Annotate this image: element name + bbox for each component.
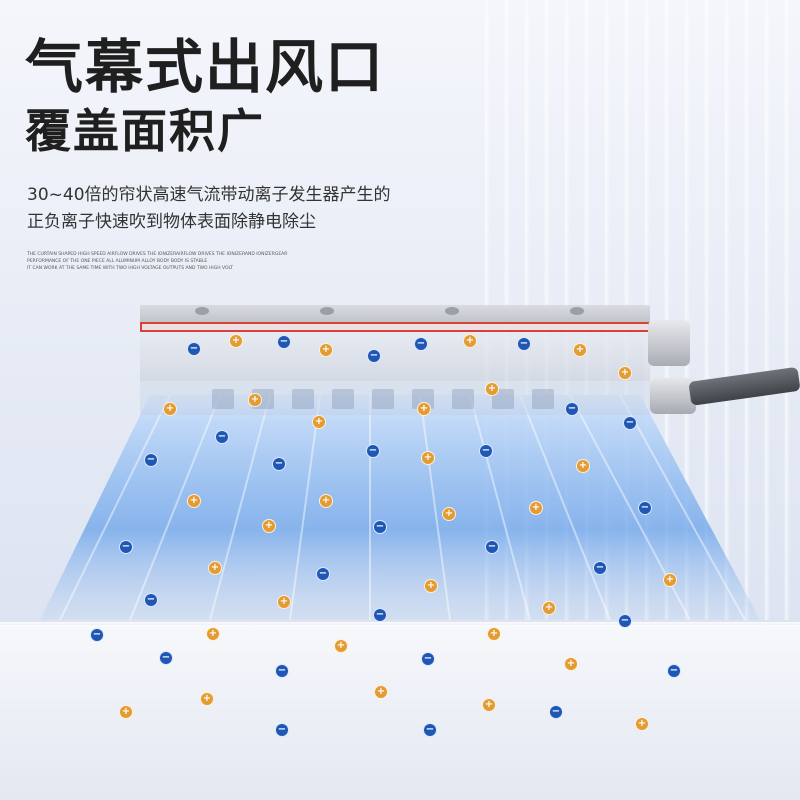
surface-floor (0, 625, 800, 800)
positive-ion-icon: + (664, 574, 676, 586)
positive-ion-icon: + (619, 367, 631, 379)
negative-ion-icon: − (276, 724, 288, 736)
cable-fitting (650, 378, 696, 414)
positive-ion-icon: + (543, 602, 555, 614)
negative-ion-icon: − (480, 445, 492, 457)
positive-ion-icon: + (422, 452, 434, 464)
screw-icon (320, 307, 334, 315)
emitter-slot (292, 389, 314, 409)
positive-ion-icon: + (188, 495, 200, 507)
positive-ion-icon: + (164, 403, 176, 415)
positive-ion-icon: + (207, 628, 219, 640)
positive-ion-icon: + (574, 344, 586, 356)
negative-ion-icon: − (276, 665, 288, 677)
emitter-slot (492, 389, 514, 409)
negative-ion-icon: − (278, 336, 290, 348)
positive-ion-icon: + (488, 628, 500, 640)
negative-ion-icon: − (624, 417, 636, 429)
positive-ion-icon: + (263, 520, 275, 532)
screw-icon (570, 307, 584, 315)
fine-print-line2: PERFORMANCE OF THE ONE PIECE ALL ALUMINU… (27, 259, 208, 264)
positive-ion-icon: + (636, 718, 648, 730)
positive-ion-icon: + (464, 335, 476, 347)
screw-icon (445, 307, 459, 315)
description-line2: 正负离子快速吹到物体表面除静电除尘 (27, 212, 316, 232)
screw-icon (195, 307, 209, 315)
negative-ion-icon: − (424, 724, 436, 736)
negative-ion-icon: − (668, 665, 680, 677)
fine-print-line3: IT CAN WORK AT THE SAME TIME WITH TWO HI… (27, 266, 234, 271)
positive-ion-icon: + (313, 416, 325, 428)
positive-ion-icon: + (425, 580, 437, 592)
negative-ion-icon: − (518, 338, 530, 350)
negative-ion-icon: − (317, 568, 329, 580)
negative-ion-icon: − (160, 652, 172, 664)
positive-ion-icon: + (209, 562, 221, 574)
positive-ion-icon: + (443, 508, 455, 520)
negative-ion-icon: − (486, 541, 498, 553)
positive-ion-icon: + (320, 495, 332, 507)
highlight-outlet-line (140, 322, 650, 332)
negative-ion-icon: − (594, 562, 606, 574)
negative-ion-icon: − (368, 350, 380, 362)
negative-ion-icon: − (422, 653, 434, 665)
surface-edge (0, 622, 800, 628)
negative-ion-icon: − (145, 454, 157, 466)
negative-ion-icon: − (120, 541, 132, 553)
positive-ion-icon: + (201, 693, 213, 705)
negative-ion-icon: − (619, 615, 631, 627)
emitter-slot (372, 389, 394, 409)
positive-ion-icon: + (486, 383, 498, 395)
positive-ion-icon: + (335, 640, 347, 652)
negative-ion-icon: − (188, 343, 200, 355)
positive-ion-icon: + (120, 706, 132, 718)
positive-ion-icon: + (577, 460, 589, 472)
negative-ion-icon: − (639, 502, 651, 514)
emitter-slot (412, 389, 434, 409)
device-body (140, 323, 650, 381)
negative-ion-icon: − (566, 403, 578, 415)
fine-print-line1: THE CURTAIN SHAPED HIGH SPEED AIRFLOW DR… (27, 252, 288, 257)
negative-ion-icon: − (415, 338, 427, 350)
negative-ion-icon: − (216, 431, 228, 443)
air-nozzle-device (140, 305, 650, 415)
positive-ion-icon: + (375, 686, 387, 698)
negative-ion-icon: − (91, 629, 103, 641)
device-top-plate (140, 305, 650, 323)
air-fitting (648, 320, 690, 366)
negative-ion-icon: − (367, 445, 379, 457)
headline-line1: 气幕式出风口 (25, 33, 386, 101)
positive-ion-icon: + (565, 658, 577, 670)
device-emitter-row (140, 381, 650, 415)
headline-line2: 覆盖面积广 (25, 104, 265, 158)
negative-ion-icon: − (374, 609, 386, 621)
positive-ion-icon: + (418, 403, 430, 415)
negative-ion-icon: − (550, 706, 562, 718)
positive-ion-icon: + (483, 699, 495, 711)
negative-ion-icon: − (145, 594, 157, 606)
negative-ion-icon: − (273, 458, 285, 470)
negative-ion-icon: − (374, 521, 386, 533)
positive-ion-icon: + (530, 502, 542, 514)
emitter-slot (452, 389, 474, 409)
emitter-slot (212, 389, 234, 409)
emitter-slot (332, 389, 354, 409)
positive-ion-icon: + (320, 344, 332, 356)
positive-ion-icon: + (278, 596, 290, 608)
emitter-slot (532, 389, 554, 409)
positive-ion-icon: + (249, 394, 261, 406)
positive-ion-icon: + (230, 335, 242, 347)
description-line1: 30~40倍的帘状高速气流带动离子发生器产生的 (27, 185, 391, 205)
